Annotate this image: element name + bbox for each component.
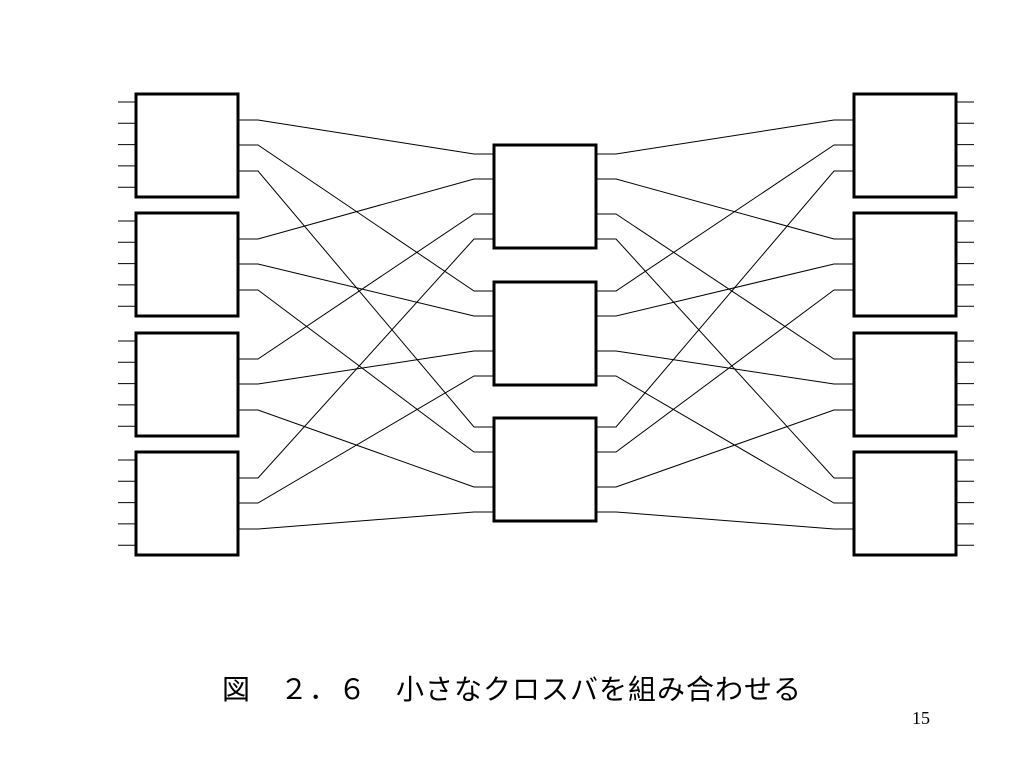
middle-crossbar-box bbox=[492, 280, 598, 387]
wire bbox=[596, 511, 854, 530]
wire bbox=[238, 213, 494, 360]
wire bbox=[238, 375, 494, 504]
middle-crossbar-box bbox=[492, 416, 598, 523]
wire bbox=[238, 263, 494, 317]
port-stubs bbox=[118, 101, 974, 546]
figure-caption: 図 ２．６ 小さなクロスバを組み合わせる bbox=[221, 673, 802, 706]
wire bbox=[238, 350, 494, 385]
middle-crossbar-box bbox=[492, 143, 598, 250]
wire bbox=[238, 144, 494, 292]
wire bbox=[238, 409, 494, 488]
wire bbox=[596, 178, 854, 240]
left-crossbar-box bbox=[134, 331, 240, 438]
right-crossbar-box bbox=[852, 450, 958, 557]
wire bbox=[238, 511, 494, 530]
wire bbox=[596, 170, 854, 428]
wire bbox=[238, 238, 494, 479]
left-crossbar-box bbox=[134, 450, 240, 557]
interconnect-wires bbox=[238, 119, 854, 530]
wire bbox=[596, 409, 854, 488]
wire bbox=[596, 289, 854, 453]
wire bbox=[238, 119, 494, 155]
wire bbox=[596, 263, 854, 317]
right-crossbar-box bbox=[852, 211, 958, 318]
right-crossbar-box bbox=[852, 331, 958, 438]
wire bbox=[238, 178, 494, 240]
wire bbox=[238, 289, 494, 453]
wire bbox=[596, 144, 854, 292]
right-crossbar-box bbox=[852, 92, 958, 199]
wire bbox=[596, 350, 854, 385]
page-number: 15 bbox=[912, 708, 930, 728]
wire bbox=[596, 213, 854, 360]
wire bbox=[596, 238, 854, 479]
wire bbox=[596, 119, 854, 155]
wire bbox=[238, 170, 494, 428]
crossbar-switches bbox=[134, 92, 958, 557]
left-crossbar-box bbox=[134, 211, 240, 318]
wire bbox=[596, 375, 854, 504]
left-crossbar-box bbox=[134, 92, 240, 199]
